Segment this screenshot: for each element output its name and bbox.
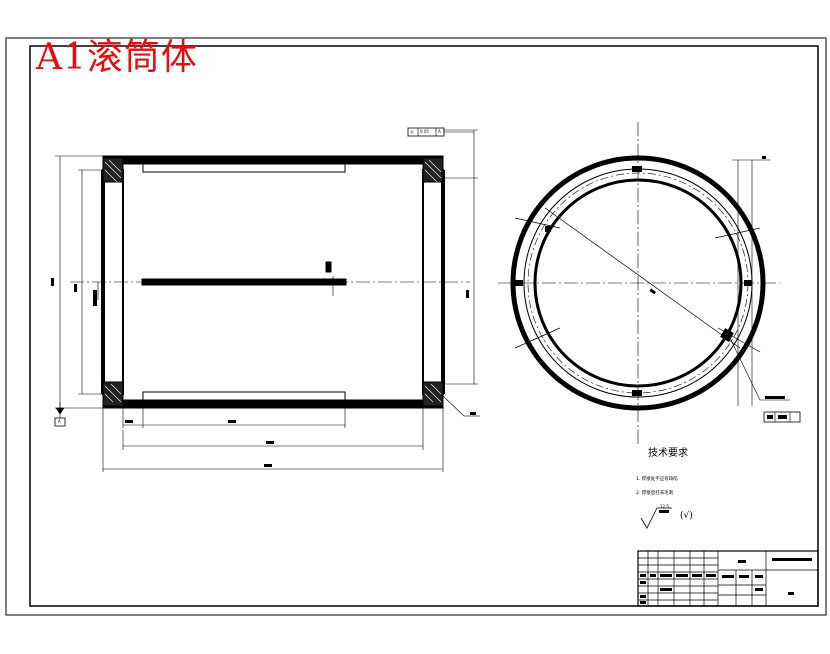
tolerance-datum: A [438, 129, 441, 134]
tech-requirement-2: 2. 焊接后打去毛刺 [636, 491, 674, 496]
bottom-wall [102, 399, 444, 409]
tech-requirements-heading: 技术要求 [648, 448, 688, 459]
datum-triangle [55, 407, 65, 415]
front-view [70, 155, 470, 409]
side-view [498, 122, 801, 444]
outer-border [5, 37, 827, 616]
datum-box [54, 417, 66, 427]
tolerance-symbol: ◎ [410, 129, 414, 134]
roughness-suffix: (√) [680, 511, 693, 521]
title-block [637, 550, 819, 607]
top-wall [102, 155, 444, 165]
datum-label: A [58, 419, 61, 424]
tolerance-value: 0.05 [420, 129, 429, 134]
roughness-symbol [640, 507, 672, 529]
drawing-title: A1滚筒体 [36, 37, 198, 78]
inner-frame [29, 45, 819, 607]
tech-requirement-1: 1. 焊接处不应有缺陷 [636, 477, 678, 482]
front-dimensions [51, 127, 480, 472]
roughness-value: 12.5 [660, 504, 669, 509]
side-tolerance-frame [763, 411, 801, 423]
